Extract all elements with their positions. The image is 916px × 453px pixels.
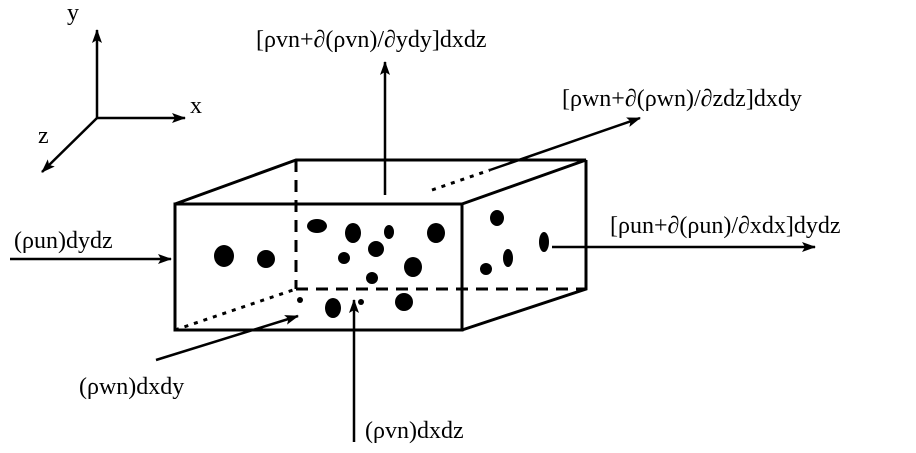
y-axis-label: y xyxy=(67,0,79,26)
flux-arrows xyxy=(10,61,816,442)
particle xyxy=(480,263,492,275)
particle xyxy=(345,223,361,243)
x-axis-label: x xyxy=(190,93,202,119)
back-outflow-label: [ρwn+∂(ρwn)/∂zdz]dxdy xyxy=(562,86,802,112)
right-outflow-label: [ρun+∂(ρun)/∂xdx]dydz xyxy=(610,213,841,239)
z-axis-arrow xyxy=(41,117,98,173)
coordinate-axes: y x z xyxy=(38,0,202,173)
front-inflow-label: (ρwn)dxdy xyxy=(79,374,184,400)
particle xyxy=(539,232,549,252)
particle xyxy=(358,299,364,305)
particles xyxy=(214,210,549,318)
particle xyxy=(368,241,384,257)
left-inflow-label: (ρun)dydz xyxy=(14,228,113,254)
particle xyxy=(384,225,394,239)
flux-labels: [ρvn+∂(ρvn)/∂ydy]dxdz [ρwn+∂(ρwn)/∂zdz]d… xyxy=(14,27,841,444)
z-axis-label: z xyxy=(38,123,49,149)
particle xyxy=(490,210,504,226)
particle xyxy=(395,293,413,311)
particle xyxy=(366,272,378,284)
box-top-face xyxy=(174,158,587,206)
hidden-depth-edge xyxy=(174,287,297,332)
particle xyxy=(214,245,234,267)
control-volume-box xyxy=(173,158,588,332)
particle xyxy=(503,249,513,267)
top-outflow-label: [ρvn+∂(ρvn)/∂ydy]dxdz xyxy=(256,27,487,53)
particle xyxy=(427,223,445,243)
bottom-inflow-label: (ρvn)dxdz xyxy=(365,418,464,444)
particle xyxy=(338,252,350,264)
particle xyxy=(325,298,341,318)
box-right-face xyxy=(461,160,588,332)
box-hidden-edges xyxy=(174,160,586,332)
back-outflow-arrow xyxy=(489,116,641,172)
particle xyxy=(404,257,422,277)
front-inflow-arrow xyxy=(155,314,299,362)
back-outflow-hidden-segment xyxy=(431,168,491,192)
particle xyxy=(307,219,327,233)
particle xyxy=(257,250,275,268)
particle xyxy=(297,297,303,303)
